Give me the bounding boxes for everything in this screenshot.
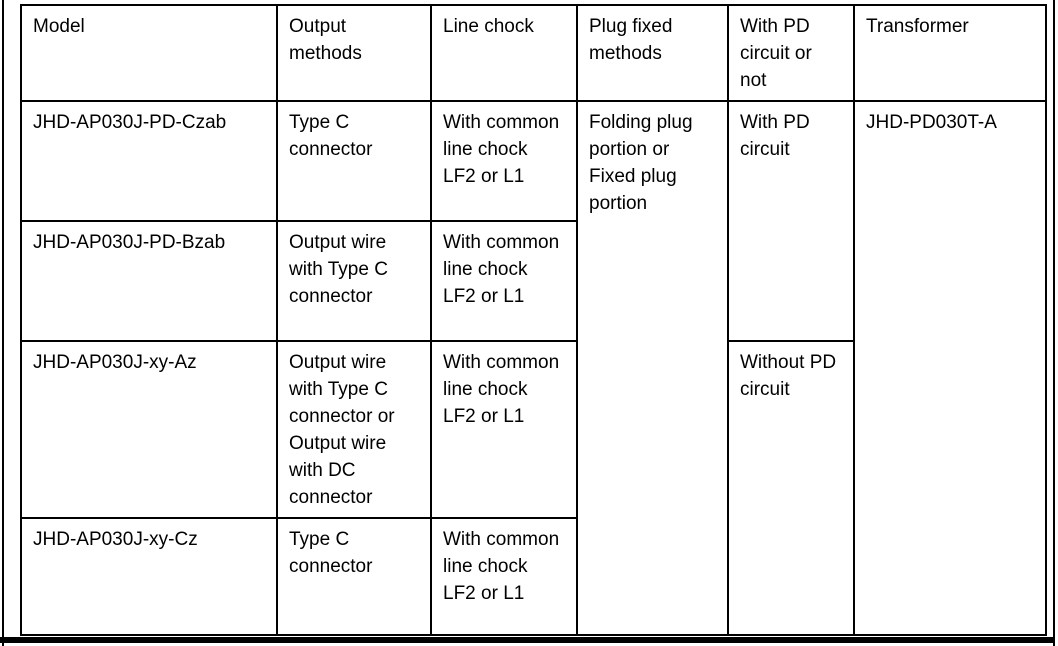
cell-output-method: Type C connector <box>276 100 432 222</box>
table-row: JHD-AP030J-PD-Czab Type C connector With… <box>20 100 1047 636</box>
cell-model: JHD-AP030J-xy-Cz <box>20 517 278 636</box>
cell-transformer: JHD-PD030T-A <box>853 100 1047 636</box>
header-transformer: Transformer <box>853 4 1047 102</box>
table-row: JHD-AP030J-PD-Bzab Output wire with Type… <box>20 220 1046 342</box>
cell-plug-fixed-methods: Folding plug portion or Fixed plug porti… <box>576 100 729 636</box>
header-plug-fixed-methods: Plug fixed methods <box>576 4 729 102</box>
header-output-methods: Output methods <box>276 4 432 102</box>
page-bottom-thick-rule <box>0 637 1055 643</box>
cell-model: JHD-AP030J-xy-Az <box>20 340 278 519</box>
header-line-chock: Line chock <box>430 4 578 102</box>
cell-output-method: Type C connector <box>276 517 432 636</box>
cell-line-chock: With common line chock LF2 or L1 <box>430 517 578 636</box>
page-frame-right-line <box>1053 0 1055 646</box>
cell-line-chock: With common line chock LF2 or L1 <box>430 220 578 342</box>
cell-output-method: Output wire with Type C connector <box>276 220 432 342</box>
spec-table: Model Output methods Line chock Plug fix… <box>20 4 1047 636</box>
header-pd-circuit: With PD circuit or not <box>727 4 855 102</box>
cell-model: JHD-AP030J-PD-Bzab <box>20 220 278 342</box>
cell-line-chock: With common line chock LF2 or L1 <box>430 340 578 519</box>
page-frame-left-line <box>2 0 4 646</box>
cell-line-chock: With common line chock LF2 or L1 <box>430 100 578 222</box>
header-row: Model Output methods Line chock Plug fix… <box>20 4 1047 102</box>
cell-model: JHD-AP030J-PD-Czab <box>20 100 278 222</box>
header-model: Model <box>20 4 278 102</box>
table-row: JHD-AP030J-xy-Cz Type C connector With c… <box>20 517 1046 636</box>
table-row: JHD-AP030J-xy-Az Output wire with Type C… <box>20 340 1046 636</box>
cell-output-method: Output wire with Type C connector or Out… <box>276 340 432 519</box>
cell-with-pd-circuit: With PD circuit <box>727 100 855 342</box>
cell-without-pd-circuit: Without PD circuit <box>727 340 855 636</box>
